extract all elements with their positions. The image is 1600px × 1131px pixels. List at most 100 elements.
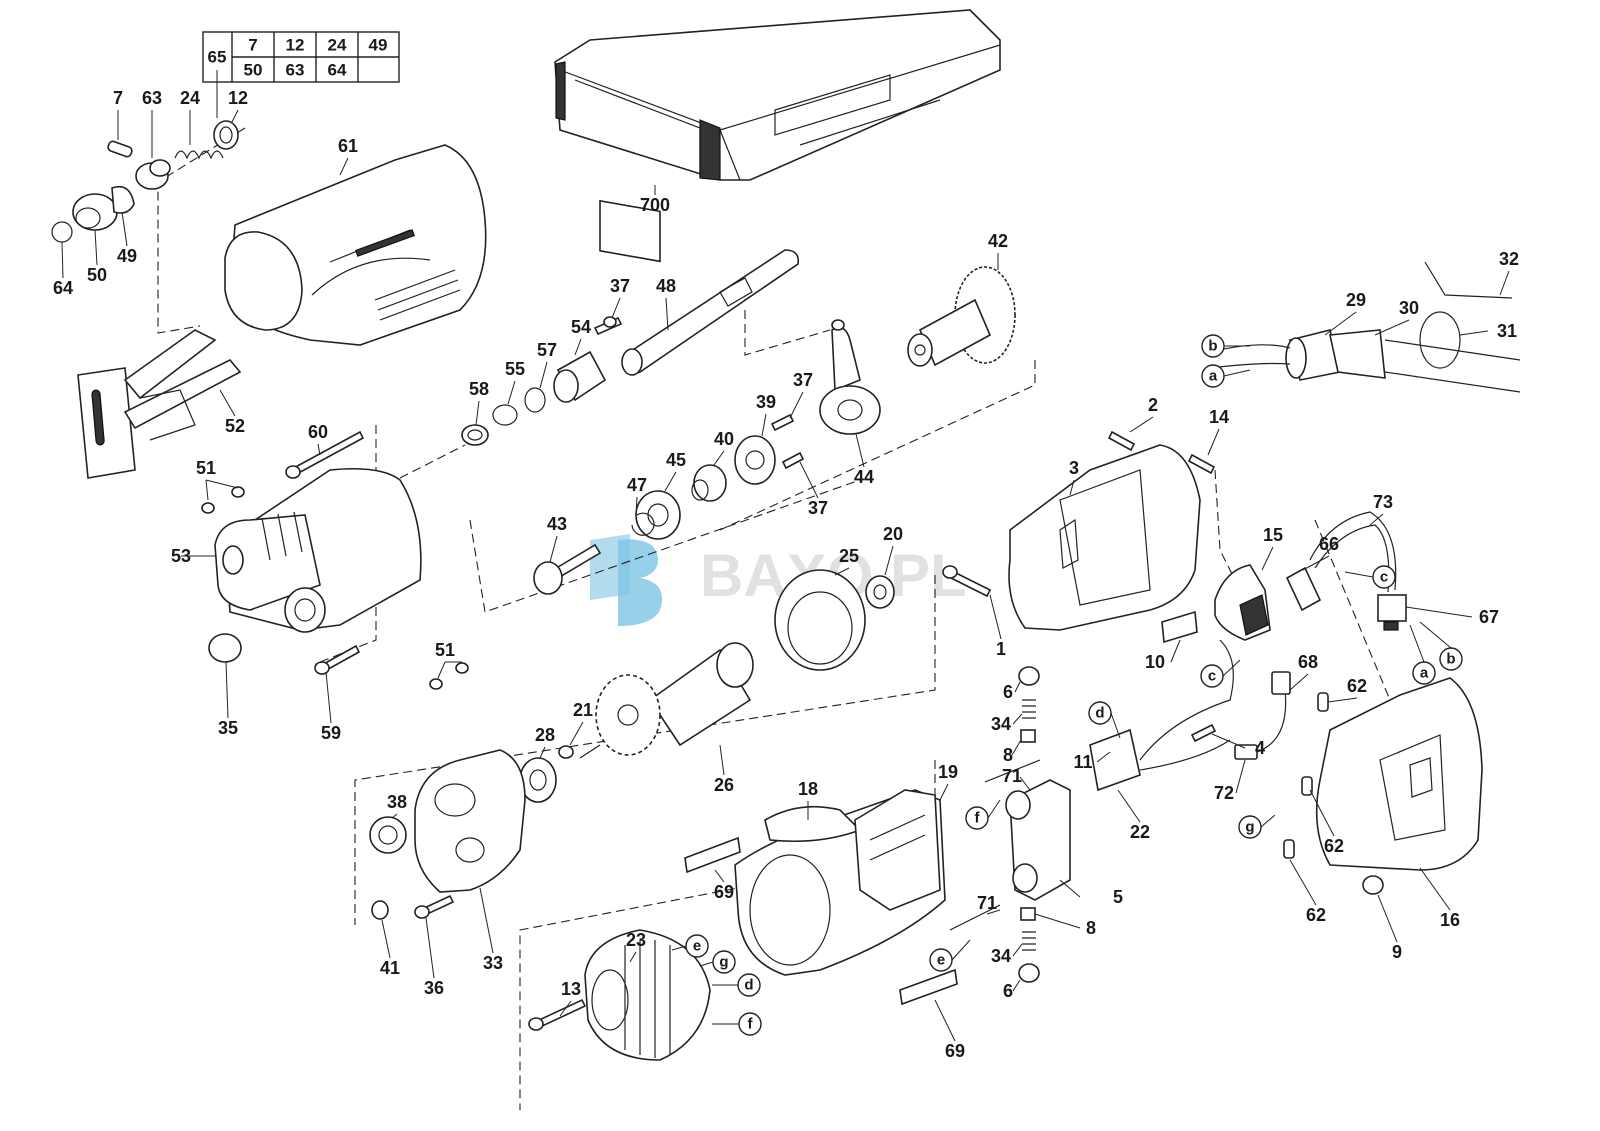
label-12: 12 xyxy=(228,88,248,108)
table-cell: 64 xyxy=(328,61,347,80)
label-34b: 34 xyxy=(991,946,1011,966)
label-33: 33 xyxy=(483,953,503,973)
part-gear-42 xyxy=(907,266,1016,367)
label-62a: 62 xyxy=(1347,676,1367,696)
label-5: 5 xyxy=(1113,887,1123,907)
label-15: 15 xyxy=(1263,525,1283,545)
label-52: 52 xyxy=(225,416,245,436)
label-42: 42 xyxy=(988,231,1008,251)
label-13: 13 xyxy=(561,979,581,999)
connector-c-switch: c xyxy=(1372,565,1396,589)
connector-e-brush: e xyxy=(929,948,953,972)
svg-text:c: c xyxy=(1380,569,1388,586)
part-bearing-45 xyxy=(635,490,681,540)
label-62b: 62 xyxy=(1324,836,1344,856)
part-brush-cap-6a xyxy=(1018,666,1040,686)
part-strain-relief-31 xyxy=(1419,311,1461,369)
label-23: 23 xyxy=(626,930,646,950)
label-8b: 8 xyxy=(1086,918,1096,938)
connector-e-stator: e xyxy=(685,934,709,958)
label-59: 59 xyxy=(321,723,341,743)
part-stator-23 xyxy=(584,929,711,1061)
svg-text:g: g xyxy=(719,954,728,971)
label-73: 73 xyxy=(1373,492,1393,512)
label-14: 14 xyxy=(1209,407,1229,427)
label-66: 66 xyxy=(1319,534,1339,554)
part-bushing-54 xyxy=(553,350,607,403)
label-36: 36 xyxy=(424,978,444,998)
part-plunger-48 xyxy=(621,249,800,376)
label-69b: 69 xyxy=(945,1041,965,1061)
label-61: 61 xyxy=(338,136,358,156)
label-9: 9 xyxy=(1392,942,1402,962)
part-screws-51a xyxy=(201,486,245,514)
label-40: 40 xyxy=(714,429,734,449)
label-700: 700 xyxy=(640,195,670,215)
part-electronics-22 xyxy=(1089,639,1234,792)
connector-g-stator: g xyxy=(712,950,736,974)
svg-text:e: e xyxy=(693,938,701,955)
label-16: 16 xyxy=(1440,910,1460,930)
label-28: 28 xyxy=(535,725,555,745)
table-cell: 50 xyxy=(244,61,263,80)
part-gear-housing-53 xyxy=(214,467,422,633)
part-screw-14 xyxy=(1187,453,1216,475)
label-32: 32 xyxy=(1499,249,1519,269)
part-switch-trigger-15 xyxy=(1214,564,1271,641)
part-brush-holder-5 xyxy=(1005,779,1071,901)
part-wrench-32 xyxy=(1424,261,1513,299)
table-cell: 7 xyxy=(248,36,257,55)
part-pins-62 xyxy=(1283,692,1329,859)
part-clip-10 xyxy=(1161,610,1198,644)
part-ring-47 xyxy=(631,512,655,536)
label-72: 72 xyxy=(1214,783,1234,803)
part-cable-sleeve-30 xyxy=(1329,329,1521,393)
label-55: 55 xyxy=(505,359,525,379)
part-plug-35 xyxy=(208,633,242,663)
part-spring-34a xyxy=(1022,699,1036,719)
label-18: 18 xyxy=(798,779,818,799)
svg-text:f: f xyxy=(748,1016,754,1033)
part-screw-4 xyxy=(1190,723,1217,743)
part-screw-36 xyxy=(414,894,455,919)
part-screw-2 xyxy=(1107,430,1136,452)
part-suppressor-66 xyxy=(1285,566,1322,612)
part-brush-8b xyxy=(1020,907,1036,921)
label-20: 20 xyxy=(883,524,903,544)
part-switch-67 xyxy=(1377,594,1407,631)
label-63: 63 xyxy=(142,88,162,108)
label-31: 31 xyxy=(1497,321,1517,341)
label-30: 30 xyxy=(1399,298,1419,318)
part-sleeve-63 xyxy=(135,159,171,190)
part-cap-41 xyxy=(371,900,389,920)
label-60: 60 xyxy=(308,422,328,442)
label-57: 57 xyxy=(537,340,557,360)
label-22: 22 xyxy=(1130,822,1150,842)
part-endshield-33 xyxy=(414,749,526,893)
label-38: 38 xyxy=(387,792,407,812)
label-71b: 71 xyxy=(977,893,997,913)
part-brush-8a xyxy=(1020,729,1036,743)
part-spring-34b xyxy=(1022,931,1036,951)
part-crank-44 xyxy=(819,319,881,435)
leader-lines xyxy=(61,109,1510,1042)
connector-g-electronics: g xyxy=(1238,815,1262,839)
part-ring-64 xyxy=(51,221,73,243)
part-wires-73 xyxy=(1309,511,1397,593)
label-10: 10 xyxy=(1145,652,1165,672)
part-housing-cover-61 xyxy=(224,144,487,346)
svg-text:a: a xyxy=(1420,665,1429,682)
label-37a: 37 xyxy=(610,276,630,296)
connector-f-stator: f xyxy=(738,1012,762,1036)
label-7: 7 xyxy=(113,88,123,108)
part-screw-13 xyxy=(528,998,587,1031)
table-cell: 49 xyxy=(369,36,388,55)
part-nut-9 xyxy=(1362,875,1384,895)
label-48: 48 xyxy=(656,276,676,296)
label-11: 11 xyxy=(1073,752,1092,772)
label-24: 24 xyxy=(180,88,200,108)
part-ring-55 xyxy=(492,404,518,426)
part-handle-frame-19 xyxy=(854,789,941,911)
part-clamp-49 xyxy=(111,185,135,214)
table-cell: 24 xyxy=(328,36,347,55)
